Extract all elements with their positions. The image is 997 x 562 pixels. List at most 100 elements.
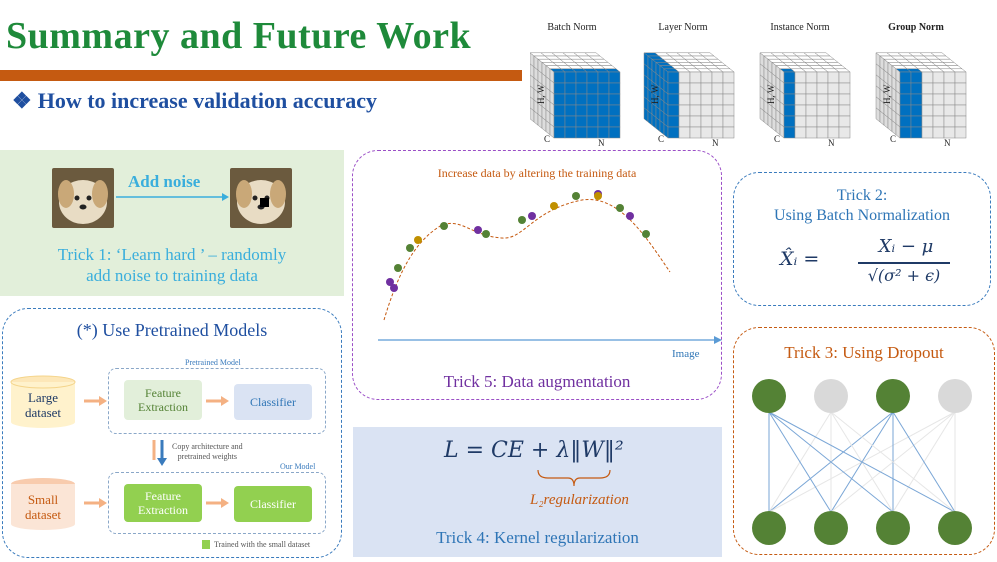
active-neuron-0 <box>752 379 786 413</box>
large-dataset-label: Large dataset <box>24 390 62 420</box>
trick1-line2: add noise to training data <box>86 266 258 285</box>
dropped-neuron-1 <box>814 379 848 413</box>
group-n-axis-label: N <box>944 138 951 148</box>
dropout-edge-3-2 <box>892 411 956 513</box>
small-dataset-arrow <box>84 498 107 508</box>
image-axis-label: Image <box>672 348 700 360</box>
our-model-label: Our Model <box>280 462 316 471</box>
augmentation-sample-point-10 <box>572 192 580 200</box>
copy-down-arrow <box>152 440 167 466</box>
pretrained-model-label: Pretrained Model <box>185 358 241 367</box>
trick2-line1: Trick 2: <box>836 187 888 204</box>
bn-formula-denominator: √(σ² + ϵ) <box>867 266 941 285</box>
trick1-description: Trick 1: ‘Learn hard ’ – randomly add no… <box>0 244 344 286</box>
layer-norm-cube: H, W C N <box>643 52 735 148</box>
augmentation-sample-point-16 <box>594 192 602 200</box>
augmentation-caption: Increase data by altering the training d… <box>437 166 637 180</box>
input-neuron-3 <box>938 511 972 545</box>
pretrained-models-title: (*) Use Pretrained Models <box>76 320 268 340</box>
diamond-bullet-icon: ❖ <box>12 88 32 113</box>
small-dataset-cylinder <box>11 478 75 530</box>
regularization-brace <box>537 469 611 487</box>
add-noise-label: Add noise <box>128 172 201 191</box>
augmentation-curve-plot <box>378 190 722 344</box>
feature-to-classifier-arrow-top <box>206 396 229 406</box>
dropout-network-diagram <box>752 379 972 545</box>
layer-norm-label: Layer Norm <box>658 22 708 33</box>
l2-regularization-label: L₂regularization <box>530 492 629 508</box>
page-title: Summary and Future Work <box>6 15 472 57</box>
input-neuron-0 <box>752 511 786 545</box>
l2-loss-formula: L = CE + λ‖W‖² <box>444 438 624 463</box>
augmentation-sample-point-7 <box>518 216 526 224</box>
instance-norm-label: Instance Norm <box>770 22 830 33</box>
augmentation-sample-point-15 <box>390 284 398 292</box>
dropout-edge-3-1 <box>830 411 956 513</box>
data-augmentation-panel <box>352 150 722 400</box>
dropout-edge-1-0 <box>768 411 832 513</box>
augmentation-title: Trick 5: Data augmentation <box>443 372 631 391</box>
small-dataset-label: Small dataset <box>24 492 62 522</box>
instance-norm-cube: H, W C N <box>759 52 851 148</box>
dog-image-noisy <box>230 168 292 228</box>
dropout-edge-3-0 <box>768 411 956 513</box>
pretrained-model-frame <box>108 368 326 434</box>
batch-norm-label: Batch Norm <box>547 22 597 33</box>
pretrained-models-panel <box>2 308 342 558</box>
feature-extraction-block-ours: Feature Extraction <box>124 484 202 522</box>
subtitle-text: How to increase validation accuracy <box>37 88 378 113</box>
augmentation-sample-point-12 <box>616 204 624 212</box>
feature-to-classifier-arrow-bottom <box>206 498 229 508</box>
input-neuron-2 <box>876 511 910 545</box>
augmentation-sample-point-8 <box>528 212 536 220</box>
trick1-line1: Trick 1: ‘Learn hard ’ – randomly <box>57 245 287 264</box>
dropped-neuron-3 <box>938 379 972 413</box>
classifier-block-ours: Classifier <box>234 486 312 522</box>
dog-image-original <box>52 168 114 228</box>
kernel-regularization-panel <box>353 427 722 557</box>
layer-n-axis-label: N <box>712 138 719 148</box>
our-model-frame <box>108 472 326 534</box>
batch-hw-axis-label: H, W <box>536 84 546 104</box>
augmentation-sample-point-1 <box>394 264 402 272</box>
augmentation-sample-point-9 <box>550 202 558 210</box>
input-neuron-1 <box>814 511 848 545</box>
augmentation-sample-point-13 <box>626 212 634 220</box>
copy-note-line1: Copy architecture and <box>172 442 243 451</box>
augmentation-sample-point-0 <box>386 278 394 286</box>
legend-swatch <box>202 540 210 549</box>
bn-formula-lhs: X̂ᵢ = <box>780 248 820 270</box>
instance-hw-axis-label: H, W <box>766 84 776 104</box>
image-axis-arrowhead <box>714 336 722 344</box>
dropout-panel <box>733 327 995 555</box>
augmentation-trend-curve <box>383 199 671 321</box>
augmentation-sample-point-14 <box>642 230 650 238</box>
classifier-block-pretrained: Classifier <box>234 384 312 420</box>
copy-weights-note: Copy architecture and pretrained weights <box>172 442 243 462</box>
batch-c-axis-label: C <box>544 134 550 144</box>
augmentation-sample-point-2 <box>406 244 414 252</box>
legend-label: Trained with the small dataset <box>214 540 311 549</box>
group-hw-axis-label: H, W <box>882 84 892 104</box>
layer-hw-axis-label: H, W <box>650 84 660 104</box>
augmentation-sample-point-6 <box>482 230 490 238</box>
layer-c-axis-label: C <box>658 134 664 144</box>
bn-fraction-bar <box>858 262 950 264</box>
augmentation-sample-point-4 <box>440 222 448 230</box>
copy-note-line2: pretrained weights <box>177 452 237 461</box>
large-dataset-arrow <box>84 396 107 406</box>
instance-n-axis-label: N <box>828 138 835 148</box>
augmentation-sample-point-5 <box>474 226 482 234</box>
instance-c-axis-label: C <box>774 134 780 144</box>
batch-normalization-panel <box>733 172 991 306</box>
dropout-edge-2-0 <box>768 411 894 513</box>
batch-normalization-title: Trick 2: Using Batch Normalization <box>733 186 991 226</box>
title-underline-bar <box>0 70 522 81</box>
dropout-title: Trick 3: Using Dropout <box>784 343 944 362</box>
feature-extraction-block-pretrained: Feature Extraction <box>124 380 202 420</box>
kernel-regularization-title: Trick 4: Kernel regularization <box>436 528 639 547</box>
group-norm-label: Group Norm <box>888 22 944 33</box>
augmentation-sample-point-3 <box>414 236 422 244</box>
